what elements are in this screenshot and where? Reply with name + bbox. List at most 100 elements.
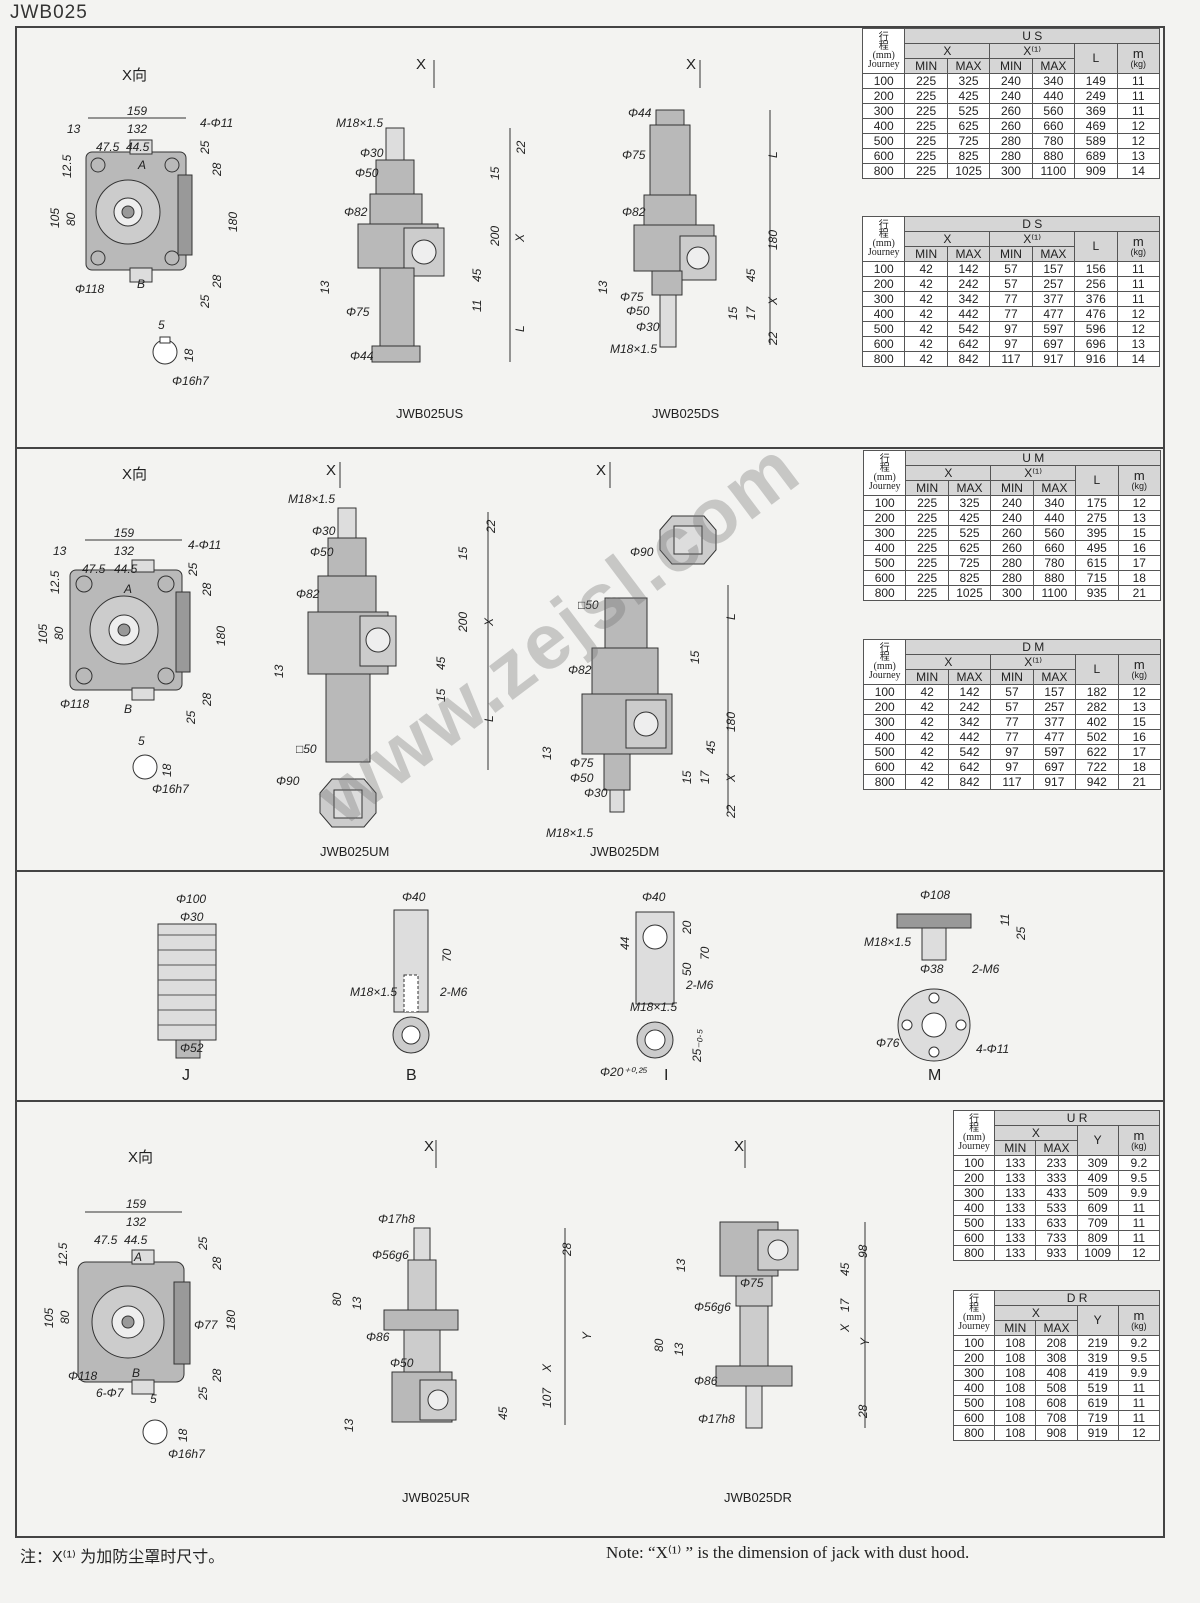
journey-header: 行程(mm)Journey [862,639,907,685]
accessory-caption-m: M [928,1067,942,1084]
journey-cell: 100 [952,1155,996,1171]
journey-cell: 800 [861,163,906,179]
value-cell: 225 [904,133,948,149]
dimension-label: 180 [724,711,738,732]
jack-drawing-dr [715,1221,799,1429]
journey-cell: 500 [862,555,907,571]
value-cell: 825 [947,570,992,586]
journey-cell: 300 [861,103,906,119]
value-cell: 842 [946,351,991,367]
value-cell: 12 [1117,684,1162,700]
value-cell: 519 [1076,1380,1119,1396]
value-cell: 917 [1031,351,1076,367]
journey-header-line: Journey [868,670,901,681]
journey-cell: 100 [861,261,906,277]
value-cell: 280 [990,570,1034,586]
dimension-label: 13 [272,664,286,678]
dimension-label: 25 [1014,926,1028,940]
mass-unit: (kg) [1130,58,1147,69]
journey-header: 行程(mm)Journey [861,216,906,262]
journey-cell: 300 [862,714,907,730]
value-cell: 42 [904,291,948,307]
column-max: MAX [947,669,992,685]
value-cell: 442 [946,306,991,322]
dimension-label: Φ50 [390,1356,414,1370]
column-group-x1: X⁽¹⁾ [989,43,1076,59]
table-title: U M [905,450,1161,466]
dimension-label: 44.5 [114,562,138,576]
value-cell: 133 [994,1170,1037,1186]
dimension-label: Φ30 [312,524,336,538]
value-cell: 13 [1116,336,1161,352]
value-cell: 11 [1116,261,1161,277]
mass-label: m [1133,1127,1145,1143]
dimension-label: 28 [210,1368,224,1382]
value-cell: 257 [1031,276,1076,292]
dimension-label: 105 [42,1307,56,1328]
dimension-label: 80 [52,626,66,640]
jack-drawing-ds [633,109,717,348]
dimension-label: 80 [330,1292,344,1306]
view-arrow-label: X [326,462,337,479]
value-cell: 725 [946,133,991,149]
value-cell: 13 [1117,699,1162,715]
journey-cell: 600 [952,1230,996,1246]
mass-label: m [1132,233,1144,249]
value-cell: 280 [990,555,1034,571]
dimension-label: 4-Φ11 [976,1042,1010,1056]
dimension-label: 45 [744,268,758,282]
value-cell: 660 [1032,540,1077,556]
value-cell: 225 [905,495,949,511]
value-cell: 225 [904,148,948,164]
dimension-label: 159 [126,1197,147,1211]
value-cell: 309 [1076,1155,1119,1171]
journey-cell: 800 [862,774,907,790]
model-caption-ds: JWB025DS [652,406,720,421]
value-cell: 240 [990,495,1034,511]
value-cell: 340 [1031,73,1076,89]
dimension-label: 180 [766,229,780,250]
journey-cell: 800 [861,351,906,367]
value-cell: 117 [989,351,1033,367]
value-cell: 157 [1032,684,1077,700]
journey-cell: 400 [952,1200,996,1216]
column-max: MAX [947,480,992,496]
value-cell: 780 [1031,133,1076,149]
bellows-drawing-j [157,923,217,1059]
port-label: A [138,158,147,172]
dimension-label: Φ50 [626,304,650,318]
value-cell: 14 [1116,351,1161,367]
value-cell: 42 [904,276,948,292]
top-view-drawing-s1 [85,139,193,365]
footnote-en: Note: “X⁽¹⁾ ” is the dimension of jack w… [606,1543,970,1562]
end-drawing-m [896,913,972,1062]
dimension-label: Φ38 [920,962,944,976]
accessory-caption-i: I [664,1067,669,1084]
value-cell: 477 [1032,729,1077,745]
journey-header-line: 程 [879,652,890,663]
journey-header-line: Journey [867,247,900,258]
journey-cell: 100 [861,73,906,89]
dimension-label: Φ50 [355,166,379,180]
dimension-label: Φ118 [68,1369,98,1383]
value-cell: 615 [1075,555,1119,571]
view-arrow-label: X [734,1138,745,1155]
value-cell: 440 [1031,88,1076,104]
dimension-label: 22 [724,804,738,818]
column-min: MIN [905,480,949,496]
dimension-label: Φ56g6 [694,1300,731,1314]
dimension-label: L [724,613,738,620]
value-cell: 325 [946,73,991,89]
dimension-label: X [838,1323,852,1332]
column-min: MIN [990,669,1034,685]
table-title: U R [994,1110,1160,1126]
value-cell: 108 [994,1380,1037,1396]
dimension-label: Φ30 [584,786,608,800]
value-cell: 42 [904,306,948,322]
journey-header-line: 程 [878,41,889,52]
value-cell: 909 [1074,163,1118,179]
